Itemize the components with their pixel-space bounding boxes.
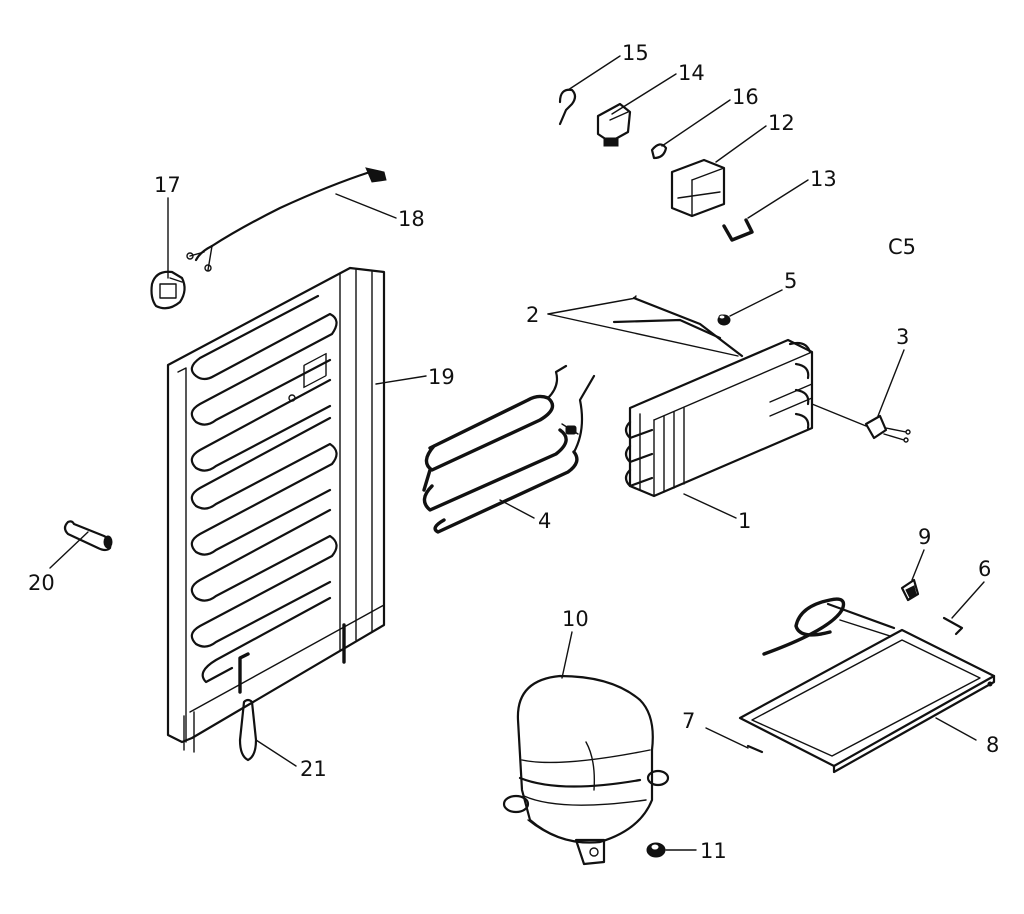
callout-19: 19 bbox=[428, 365, 455, 389]
part-2-tubes bbox=[612, 295, 744, 358]
callout-5: 5 bbox=[784, 269, 797, 293]
part-6-wire bbox=[942, 616, 964, 636]
leader-19 bbox=[375, 375, 427, 385]
leader-1 bbox=[683, 493, 737, 519]
leader-21 bbox=[255, 739, 297, 767]
part-12-relay-box bbox=[670, 158, 726, 218]
part-19-evaporator-panel bbox=[166, 266, 386, 753]
part-1-condenser bbox=[624, 338, 814, 498]
leader-3 bbox=[877, 349, 905, 417]
part-10-compressor bbox=[502, 674, 670, 866]
callout-4: 4 bbox=[538, 509, 551, 533]
leader-8 bbox=[935, 717, 977, 741]
leader-2a bbox=[547, 297, 637, 315]
callout-2: 2 bbox=[526, 303, 539, 327]
callout-17: 17 bbox=[154, 173, 181, 197]
callout-9: 9 bbox=[918, 525, 931, 549]
part-5-grommet bbox=[717, 314, 731, 326]
leader-5 bbox=[729, 289, 783, 317]
leader-18 bbox=[335, 193, 397, 219]
part-3-switch bbox=[811, 403, 911, 443]
diagram-code: C5 bbox=[888, 235, 916, 259]
leader-10 bbox=[561, 631, 573, 679]
part-4-heater-coil bbox=[422, 364, 596, 534]
callout-14: 14 bbox=[678, 61, 705, 85]
part-14-thermostat-control bbox=[596, 102, 632, 147]
part-15-bracket bbox=[558, 88, 577, 126]
callout-12: 12 bbox=[768, 111, 795, 135]
part-16-clip bbox=[650, 143, 668, 160]
leader-14 bbox=[611, 73, 677, 115]
leader-7 bbox=[705, 727, 749, 749]
leader-15 bbox=[567, 55, 621, 91]
leader-2b bbox=[547, 313, 739, 357]
callout-18: 18 bbox=[398, 207, 425, 231]
part-18-wire-harness bbox=[186, 167, 387, 272]
callout-6: 6 bbox=[978, 557, 991, 581]
leader-16 bbox=[661, 99, 731, 147]
part-20-tube-fitting bbox=[63, 520, 113, 552]
callout-13: 13 bbox=[810, 167, 837, 191]
callout-7: 7 bbox=[682, 709, 695, 733]
leader-lines bbox=[49, 55, 985, 851]
part-11-grommet bbox=[646, 842, 666, 858]
leader-9 bbox=[911, 549, 925, 581]
part-7-tube bbox=[746, 744, 764, 754]
part-8-drain-tray bbox=[738, 597, 996, 774]
callout-21: 21 bbox=[300, 757, 327, 781]
leader-6 bbox=[951, 581, 985, 619]
callout-3: 3 bbox=[896, 325, 909, 349]
callout-1: 1 bbox=[738, 509, 751, 533]
part-17-thermostat bbox=[150, 270, 186, 310]
callout-16: 16 bbox=[732, 85, 759, 109]
leader-20 bbox=[49, 531, 89, 569]
callout-10: 10 bbox=[562, 607, 589, 631]
callout-labels: 15 14 16 12 13 17 18 19 2 5 3 C5 4 1 20 … bbox=[28, 41, 999, 863]
part-13-wire-clip bbox=[722, 218, 754, 242]
leader-13 bbox=[747, 179, 809, 219]
callout-11: 11 bbox=[700, 839, 727, 863]
leader-4 bbox=[499, 499, 535, 519]
callout-8: 8 bbox=[986, 733, 999, 757]
part-21-capillary-fitting bbox=[238, 698, 258, 762]
part-9-clip bbox=[900, 578, 920, 602]
callout-15: 15 bbox=[622, 41, 649, 65]
callout-20: 20 bbox=[28, 571, 55, 595]
leader-12 bbox=[715, 125, 767, 163]
